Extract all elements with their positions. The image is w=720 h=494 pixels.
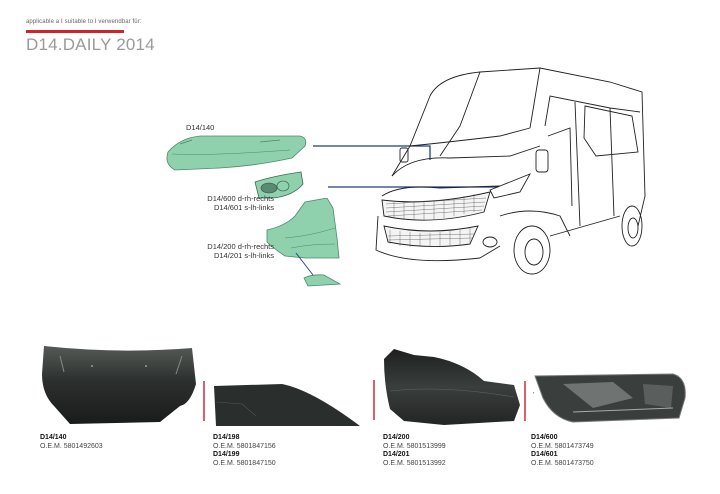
label-fender-lh: D14/201 s-lh-links — [213, 251, 274, 260]
label-fender-rh: D14/200 d-rh-rechts — [207, 242, 274, 251]
diagram-fender-part — [265, 198, 340, 262]
fender-extension-photo-icon — [214, 384, 360, 426]
oem-number: O.E.M. 5801473750 — [531, 459, 594, 467]
diagram-van — [370, 66, 670, 276]
oem-number: O.E.M. 5801473749 — [531, 442, 594, 450]
product-separator — [203, 381, 205, 421]
caption-hood: D14/140 O.E.M. 5801492603 — [40, 434, 103, 451]
part-code: D14/140 — [40, 434, 67, 441]
diagram-hood-part — [160, 130, 310, 172]
part-code: D14/198 — [213, 434, 240, 441]
subtitle-separator: I — [61, 19, 63, 25]
headlamp-part-icon — [254, 171, 304, 199]
oem-number: O.E.M. 5801492603 — [40, 442, 103, 450]
product-separator — [524, 381, 526, 421]
product-photo-headlamp — [533, 368, 689, 426]
caption-fender-extension: D14/198 O.E.M. 5801847156 D14/199 O.E.M.… — [213, 434, 276, 468]
applicability-subtitle: applicable a I suitable to I verwendbar … — [26, 19, 142, 25]
oem-number: O.E.M. 5801513992 — [383, 459, 446, 467]
subtitle-lang-3: verwendbar für: — [98, 19, 142, 25]
headlamp-photo-icon — [533, 373, 686, 423]
van-drawing-icon — [375, 67, 646, 275]
hood-photo-icon — [42, 346, 196, 424]
oem-number: O.E.M. 5801513999 — [383, 442, 446, 450]
subtitle-lang-1: applicable a — [26, 19, 60, 25]
part-code: D14/600 — [531, 434, 558, 441]
part-code: D14/199 — [213, 451, 240, 459]
caption-fender: D14/200 O.E.M. 5801513999 D14/201 O.E.M.… — [383, 434, 446, 468]
label-hood: D14/140 — [186, 123, 215, 132]
fender-part-icon — [266, 198, 340, 259]
label-fender: D14/200 d-rh-rechts D14/201 s-lh-links — [207, 242, 274, 260]
product-separator — [373, 380, 375, 420]
title-accent-bar — [26, 30, 124, 33]
product-photo-hood — [40, 344, 200, 428]
oem-number: O.E.M. 5801847156 — [213, 442, 276, 450]
fender-photo-icon — [384, 349, 520, 425]
part-code: D14/200 — [383, 434, 410, 441]
product-photo-fender — [384, 345, 524, 427]
label-headlamp-lh: D14/601 s-lh-links — [213, 203, 274, 212]
diagram-headlamp-part — [253, 170, 305, 200]
label-headlamp-rh: D14/600 d-rh-rechts — [207, 194, 274, 203]
part-code: D14/201 — [383, 451, 410, 459]
label-headlamp: D14/600 d-rh-rechts D14/601 s-lh-links — [207, 194, 274, 212]
oem-number: O.E.M. 5801847150 — [213, 459, 276, 467]
diagram-fender-extension-part — [302, 274, 342, 290]
hood-part-icon — [166, 135, 307, 171]
subtitle-separator: I — [94, 19, 97, 25]
subtitle-lang-2: suitable to — [64, 19, 94, 25]
page-title: D14.DAILY 2014 — [26, 35, 155, 54]
caption-headlamp: D14/600 O.E.M. 5801473749 D14/601 O.E.M.… — [531, 434, 594, 468]
fender-extension-part-icon — [303, 274, 342, 287]
product-photo-fender-extension — [212, 382, 362, 428]
part-code: D14/601 — [531, 451, 558, 459]
